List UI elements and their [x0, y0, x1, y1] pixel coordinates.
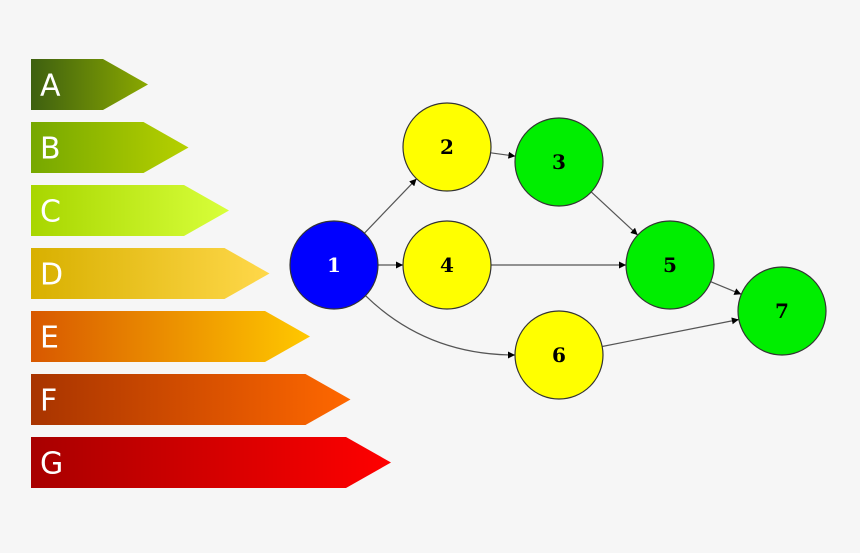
- edge-3-to-5: [590, 191, 639, 236]
- rating-arrow-shape: [31, 248, 270, 299]
- rating-band-f: F: [31, 374, 351, 425]
- node-label: 3: [552, 150, 566, 174]
- rating-band-g: G: [31, 437, 391, 488]
- node-label: 6: [552, 343, 566, 367]
- rating-label: C: [40, 195, 61, 230]
- graph-node-5: 5: [625, 220, 715, 310]
- node-label: 5: [663, 253, 677, 277]
- rating-arrow-shape: [31, 59, 148, 110]
- graph-edges: [363, 151, 742, 359]
- rating-arrow-shape: [31, 374, 351, 425]
- edge-2-to-3: [490, 151, 516, 159]
- edge-5-to-7: [710, 281, 742, 295]
- rating-arrow-shape: [31, 311, 310, 362]
- rating-arrow-shape: [31, 437, 391, 488]
- node-circle: [737, 266, 827, 356]
- node-label: 2: [440, 135, 454, 159]
- rating-label: A: [40, 69, 61, 104]
- rating-arrow-shape: [31, 122, 189, 173]
- node-circle: [289, 220, 379, 310]
- graph-node-3: 3: [514, 117, 604, 207]
- rating-label: B: [40, 132, 61, 167]
- graph-nodes: 1 2 3 4 5 6 7: [289, 102, 827, 400]
- graph-node-2: 2: [402, 102, 492, 192]
- node-circle: [402, 220, 492, 310]
- rating-label: D: [40, 258, 63, 293]
- rating-label: F: [40, 384, 57, 419]
- rating-band-b: B: [31, 122, 189, 173]
- graph-node-1: 1: [289, 220, 379, 310]
- node-circle: [514, 310, 604, 400]
- rating-band-d: D: [31, 248, 270, 299]
- graph-node-4: 4: [402, 220, 492, 310]
- graph-node-6: 6: [514, 310, 604, 400]
- node-circle: [625, 220, 715, 310]
- rating-label: E: [40, 321, 59, 356]
- rating-label: G: [40, 447, 63, 482]
- rating-band-c: C: [31, 185, 229, 236]
- edge-1-to-2: [363, 178, 418, 234]
- rating-band-a: A: [31, 59, 148, 110]
- node-circle: [514, 117, 604, 207]
- graph-node-7: 7: [737, 266, 827, 356]
- rating-arrow-shape: [31, 185, 229, 236]
- edge-1-to-6: [365, 295, 516, 359]
- node-label: 1: [327, 253, 341, 277]
- node-label: 4: [440, 253, 454, 277]
- node-label: 7: [775, 299, 789, 323]
- rating-band-e: E: [31, 311, 310, 362]
- edge-6-to-7: [602, 317, 739, 348]
- node-circle: [402, 102, 492, 192]
